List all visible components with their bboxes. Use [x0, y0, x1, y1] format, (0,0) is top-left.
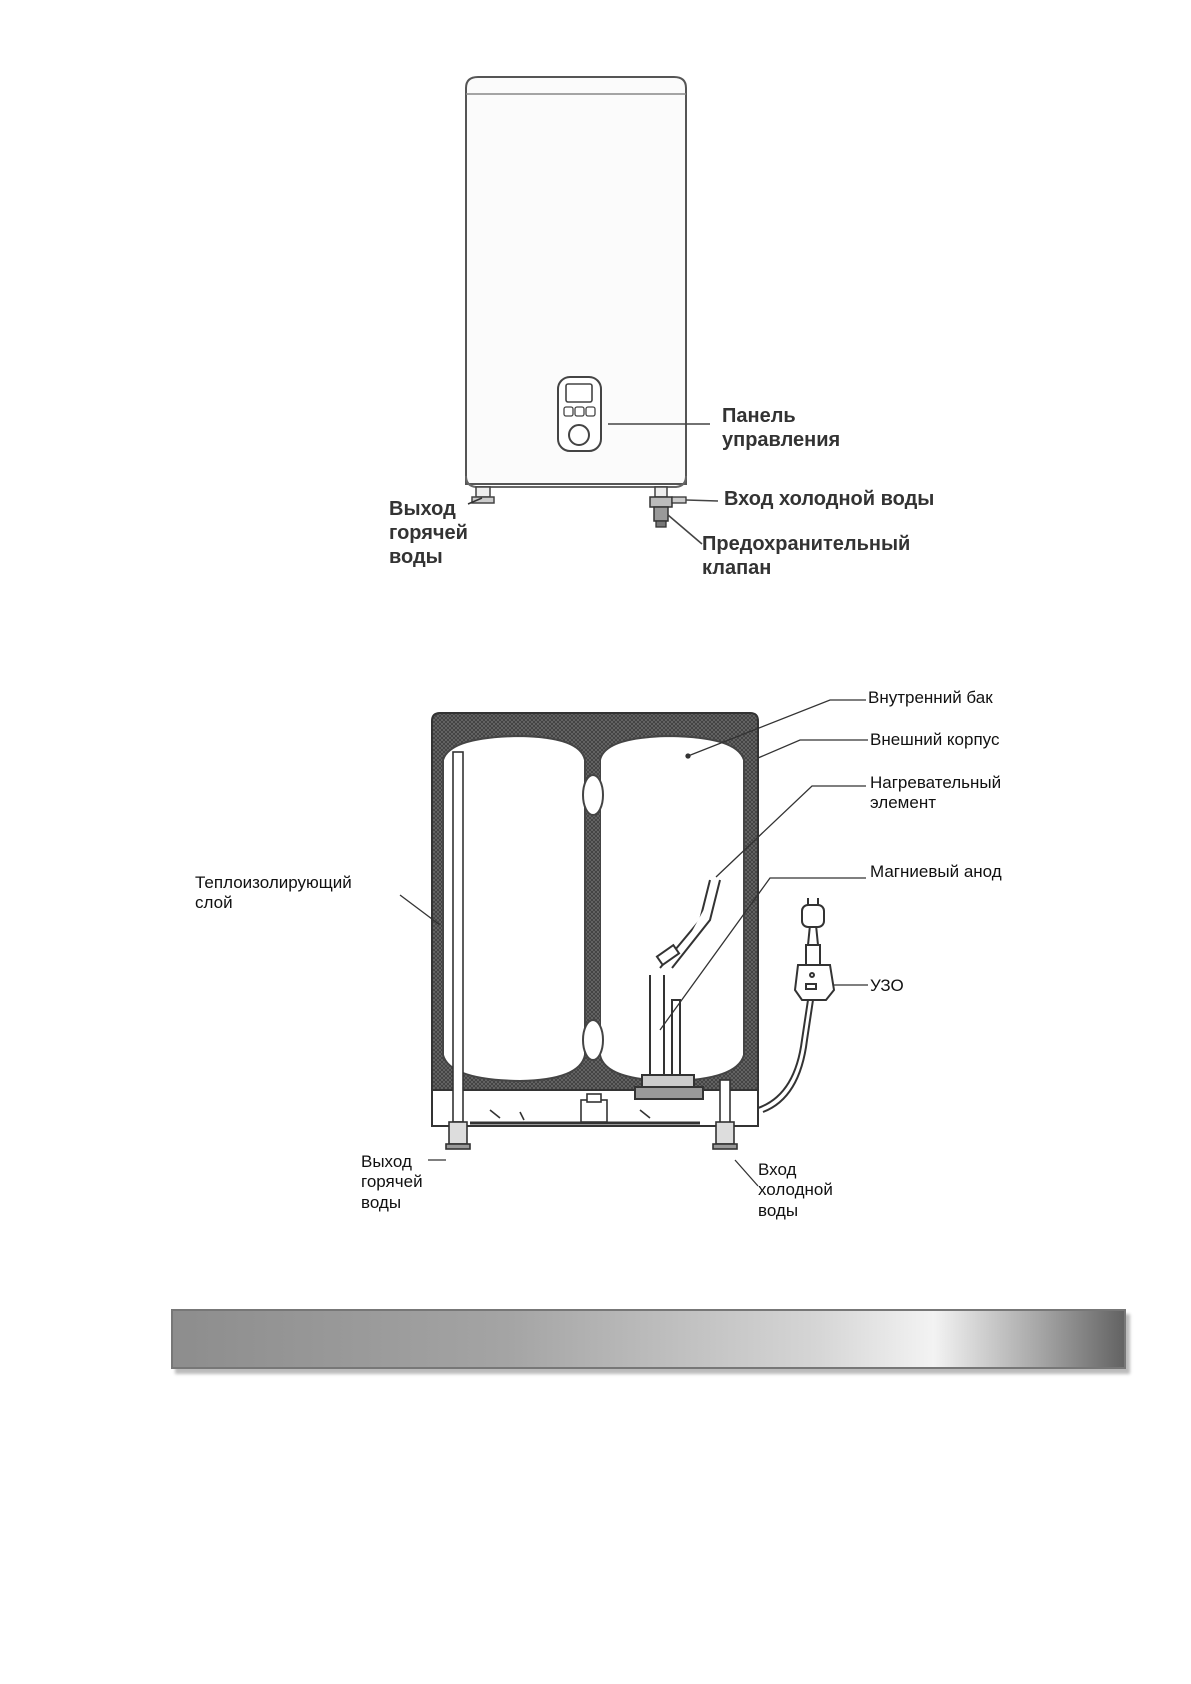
heater-body: [465, 76, 687, 485]
label-safety-valve: Предохранительный клапан: [702, 533, 911, 579]
leader-insulation: [399, 894, 441, 926]
hot-outlet-pipe: [445, 751, 471, 1150]
leader-inner-tank: [687, 699, 866, 757]
heater-exterior-figure: [465, 76, 719, 545]
inner-tank: [442, 734, 745, 1083]
label-cold-inlet: Вход холодной воды: [724, 488, 935, 510]
control-panel: [557, 376, 602, 452]
label-cold-inlet-bottom: Вход холодной воды: [758, 1160, 833, 1220]
leader-outer-case: [757, 739, 868, 759]
label-heating-element: Нагревательный элемент: [870, 773, 1002, 813]
leader-safety-valve: [667, 514, 703, 545]
section-header-bar: [171, 1309, 1126, 1369]
power-cable: [757, 999, 814, 1113]
heating-element: [634, 879, 721, 1100]
label-control-panel: Панель управления: [722, 405, 841, 451]
cold-inlet-pipe: [712, 1079, 738, 1150]
leader-cold-inlet-bottom: [734, 1159, 759, 1187]
label-magnesium-anode: Магниевый анод: [870, 862, 1002, 881]
label-hot-outlet-top: Выход горячей воды: [389, 498, 468, 568]
rcd-device: [793, 924, 836, 1001]
heater-cutaway-figure: [399, 699, 868, 1187]
leader-heating-element: [715, 785, 866, 878]
hot-outlet-fitting: [467, 486, 495, 505]
label-rcd: УЗО: [870, 976, 904, 995]
label-insulation: Теплоизолирующий слой: [195, 873, 352, 913]
plug-icon: [801, 898, 825, 928]
safety-valve-fitting: [649, 486, 687, 528]
label-inner-tank: Внутренний бак: [868, 688, 993, 707]
label-outer-case: Внешний корпус: [870, 730, 1000, 749]
leader-anode: [659, 877, 866, 1031]
leader-cold-inlet: [685, 499, 719, 502]
bottom-electronics: [470, 1093, 700, 1125]
label-hot-outlet-bottom: Выход горячей воды: [361, 1152, 423, 1212]
